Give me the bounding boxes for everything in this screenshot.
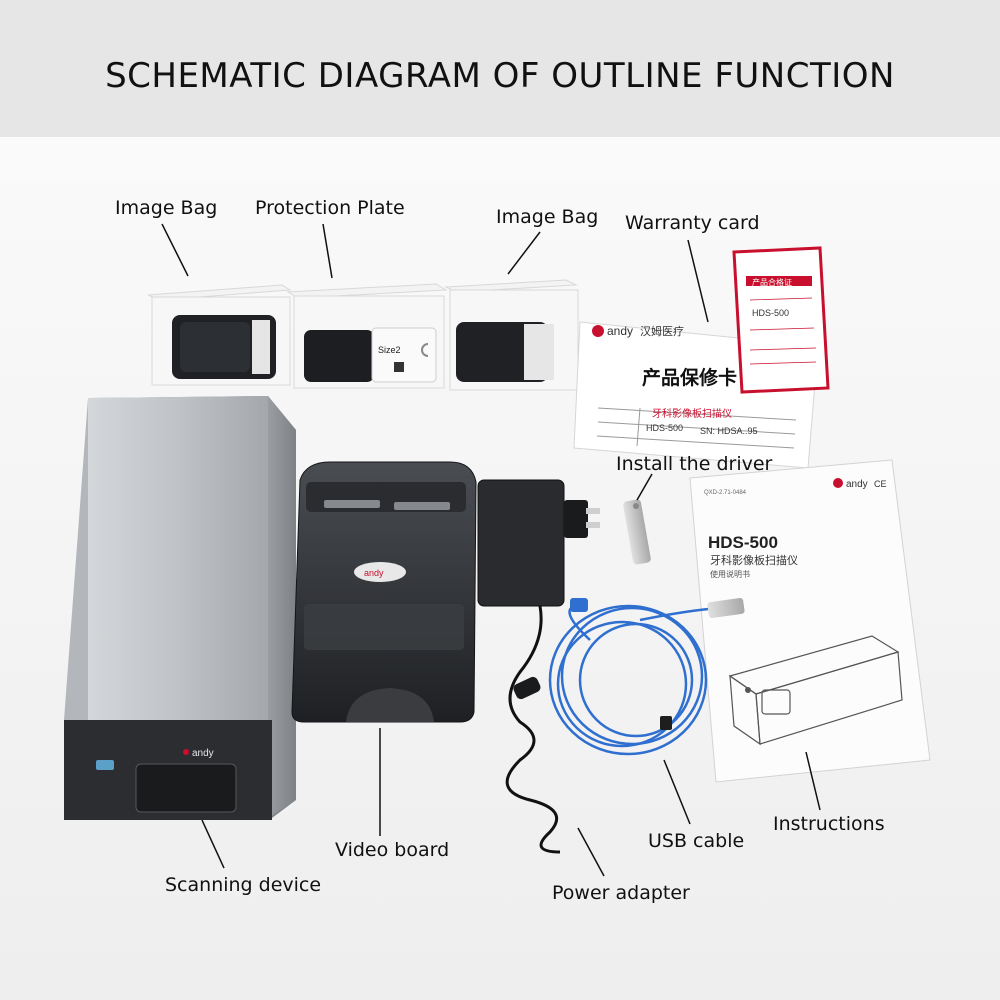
page-title: SCHEMATIC DIAGRAM OF OUTLINE FUNCTION (105, 56, 895, 96)
manual-ce-mark: CE (874, 479, 887, 489)
warranty-model-hw: HDS-500 (646, 423, 683, 433)
tray-brand: andy (364, 568, 384, 578)
warranty-brand: andy (607, 324, 633, 338)
video-board-tray: andy (291, 461, 477, 723)
leader-usb-cable (663, 759, 691, 825)
warranty-serial-hw: SN: HDSA..95 (700, 426, 758, 436)
image-bag-box-1 (147, 284, 292, 386)
image-bag-box-2 (444, 279, 579, 391)
instruction-manual: QXD-2.71-0484 andy CE HDS-500 牙科影像板扫描仪 使… (689, 459, 931, 783)
manual-cn-title: 牙科影像板扫描仪 (710, 553, 798, 567)
protection-plate-box: Size2 (286, 283, 448, 389)
certificate-title: 产品合格证 (752, 277, 792, 287)
usb-flash-drive (623, 499, 651, 565)
label-usb-cable: USB cable (648, 830, 745, 852)
power-adapter (477, 479, 600, 854)
label-install-driver: Install the driver (616, 453, 773, 475)
usb-plug (570, 597, 745, 730)
label-video-board: Video board (335, 839, 450, 861)
leader-power-adapter (577, 827, 605, 877)
scanning-device: andy (64, 396, 296, 820)
warranty-brand-cn: 汉姆医疗 (640, 324, 684, 338)
manual-code: QXD-2.71-0484 (704, 490, 747, 496)
label-image-bag-1: Image Bag (115, 197, 218, 219)
warranty-product-hw: 牙科影像板扫描仪 (652, 407, 732, 420)
leader-image-bag-2 (507, 231, 541, 275)
qualification-certificate: 产品合格证 HDS-500 (732, 246, 830, 394)
usb-cable (548, 604, 721, 756)
leader-protection-plate (322, 223, 333, 279)
leader-warranty-card (687, 239, 709, 323)
label-power-adapter: Power adapter (552, 882, 690, 904)
label-image-bag-2: Image Bag (496, 206, 599, 228)
label-instructions: Instructions (773, 813, 885, 835)
label-warranty-card: Warranty card (625, 212, 760, 234)
leader-scanning-device (201, 819, 225, 869)
warranty-title: 产品保修卡 (642, 366, 737, 389)
manual-cn-subtitle: 使用说明书 (710, 569, 750, 579)
device-brand: andy (192, 748, 214, 759)
manual-brand: andy (846, 479, 868, 490)
certificate-model: HDS-500 (752, 308, 789, 318)
label-protection-plate: Protection Plate (255, 197, 405, 219)
manual-model: HDS-500 (708, 533, 778, 552)
product-photo: Size2 andy 汉姆医疗 产品保修卡 牙科影像板扫描仪 HD (0, 137, 1000, 1000)
leader-instructions (805, 751, 821, 811)
leader-install-driver (636, 473, 653, 501)
label-scanning-device: Scanning device (165, 874, 322, 896)
leader-image-bag-1 (161, 223, 189, 277)
leader-lines (161, 223, 821, 877)
title-banner: SCHEMATIC DIAGRAM OF OUTLINE FUNCTION (0, 0, 1000, 137)
plate-size-text: Size2 (378, 345, 401, 355)
